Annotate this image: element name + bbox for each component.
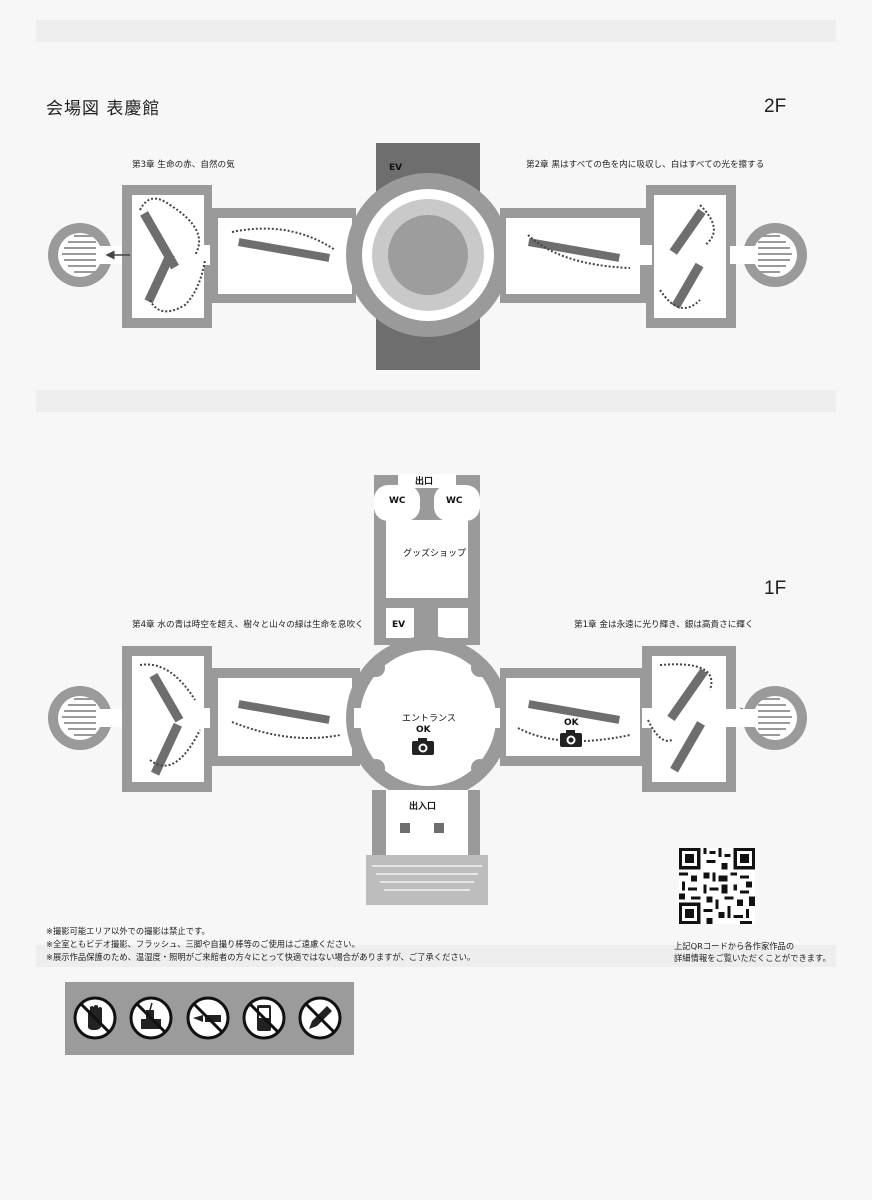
note-line: ※撮影可能エリア以外での撮影は禁止です。 <box>46 926 210 936</box>
wc-label-right: WC <box>446 496 463 506</box>
no-food-drink-icon <box>129 996 173 1040</box>
entry-exit-label: 出入口 <box>409 802 437 812</box>
qr-code-icon[interactable] <box>679 848 755 924</box>
qr-caption-line: 詳細情報をご覧いただくことができます。 <box>674 953 831 963</box>
display-case <box>149 672 184 723</box>
camera-icon <box>560 730 582 747</box>
floor-label-1f: 1F <box>764 578 787 599</box>
display-case <box>528 700 620 724</box>
no-pen-icon <box>298 996 342 1040</box>
ghost-band <box>36 20 836 42</box>
wc-label-left: WC <box>389 496 406 506</box>
display-case <box>669 208 706 255</box>
display-case <box>671 262 704 309</box>
chapter-4-label: 第4章 水の青は時空を超え、樹々と山々の緑は生命を息吹く <box>132 620 364 630</box>
qr-caption: 上記QRコードから各作家作品の 詳細情報をご覧いただくことができます。 <box>674 940 831 964</box>
chapter-2-label: 第2章 黒はすべての色を内に吸収し、白はすべての光を擦する <box>526 160 765 170</box>
display-case <box>144 252 175 304</box>
display-case <box>150 722 182 776</box>
plan-2f <box>48 143 807 370</box>
no-flash-icon <box>186 996 230 1040</box>
display-case <box>238 238 330 262</box>
plan-1f <box>48 474 807 905</box>
ghost-band <box>36 390 836 412</box>
entry-stairs <box>366 855 488 905</box>
ev-label-1f: EV <box>392 620 406 630</box>
no-phone-icon <box>242 996 286 1040</box>
goods-shop-label: グッズショップ <box>403 549 467 559</box>
chapter-1-label: 第1章 金は永遠に光り輝き、銀は高貴さに輝く <box>574 620 754 630</box>
note-line: ※全室ともビデオ撮影、フラッシュ、三脚や自撮り棒等のご使用はご遠慮ください。 <box>46 939 360 949</box>
floor-label-2f: 2F <box>764 96 787 117</box>
display-case <box>528 238 620 262</box>
ghost-band <box>36 945 836 967</box>
display-case <box>667 668 708 722</box>
camera-icon <box>412 738 434 755</box>
prohibited-actions-panel <box>65 982 354 1055</box>
visitor-notes: ※撮影可能エリア以外での撮影は禁止です。 ※全室ともビデオ撮影、フラッシュ、三脚… <box>46 925 475 964</box>
map-title: 会場図 表慶館 <box>46 99 161 119</box>
chapter-3-label: 第3章 生命の赤、自然の気 <box>132 160 235 170</box>
display-case <box>238 700 330 724</box>
no-touching-icon <box>73 996 117 1040</box>
photo-ok-right: OK <box>564 718 579 728</box>
note-line: ※展示作品保護のため、温湿度・照明がご来館者の方々にとって快適ではない場合があり… <box>46 952 476 962</box>
photo-ok-center: OK <box>416 725 431 735</box>
qr-caption-line: 上記QRコードから各作家作品の <box>674 941 795 951</box>
ev-label-2f: EV <box>389 163 403 173</box>
entrance-label: エントランス <box>402 714 456 724</box>
display-case <box>670 721 705 773</box>
exit-label: 出口 <box>415 477 434 487</box>
